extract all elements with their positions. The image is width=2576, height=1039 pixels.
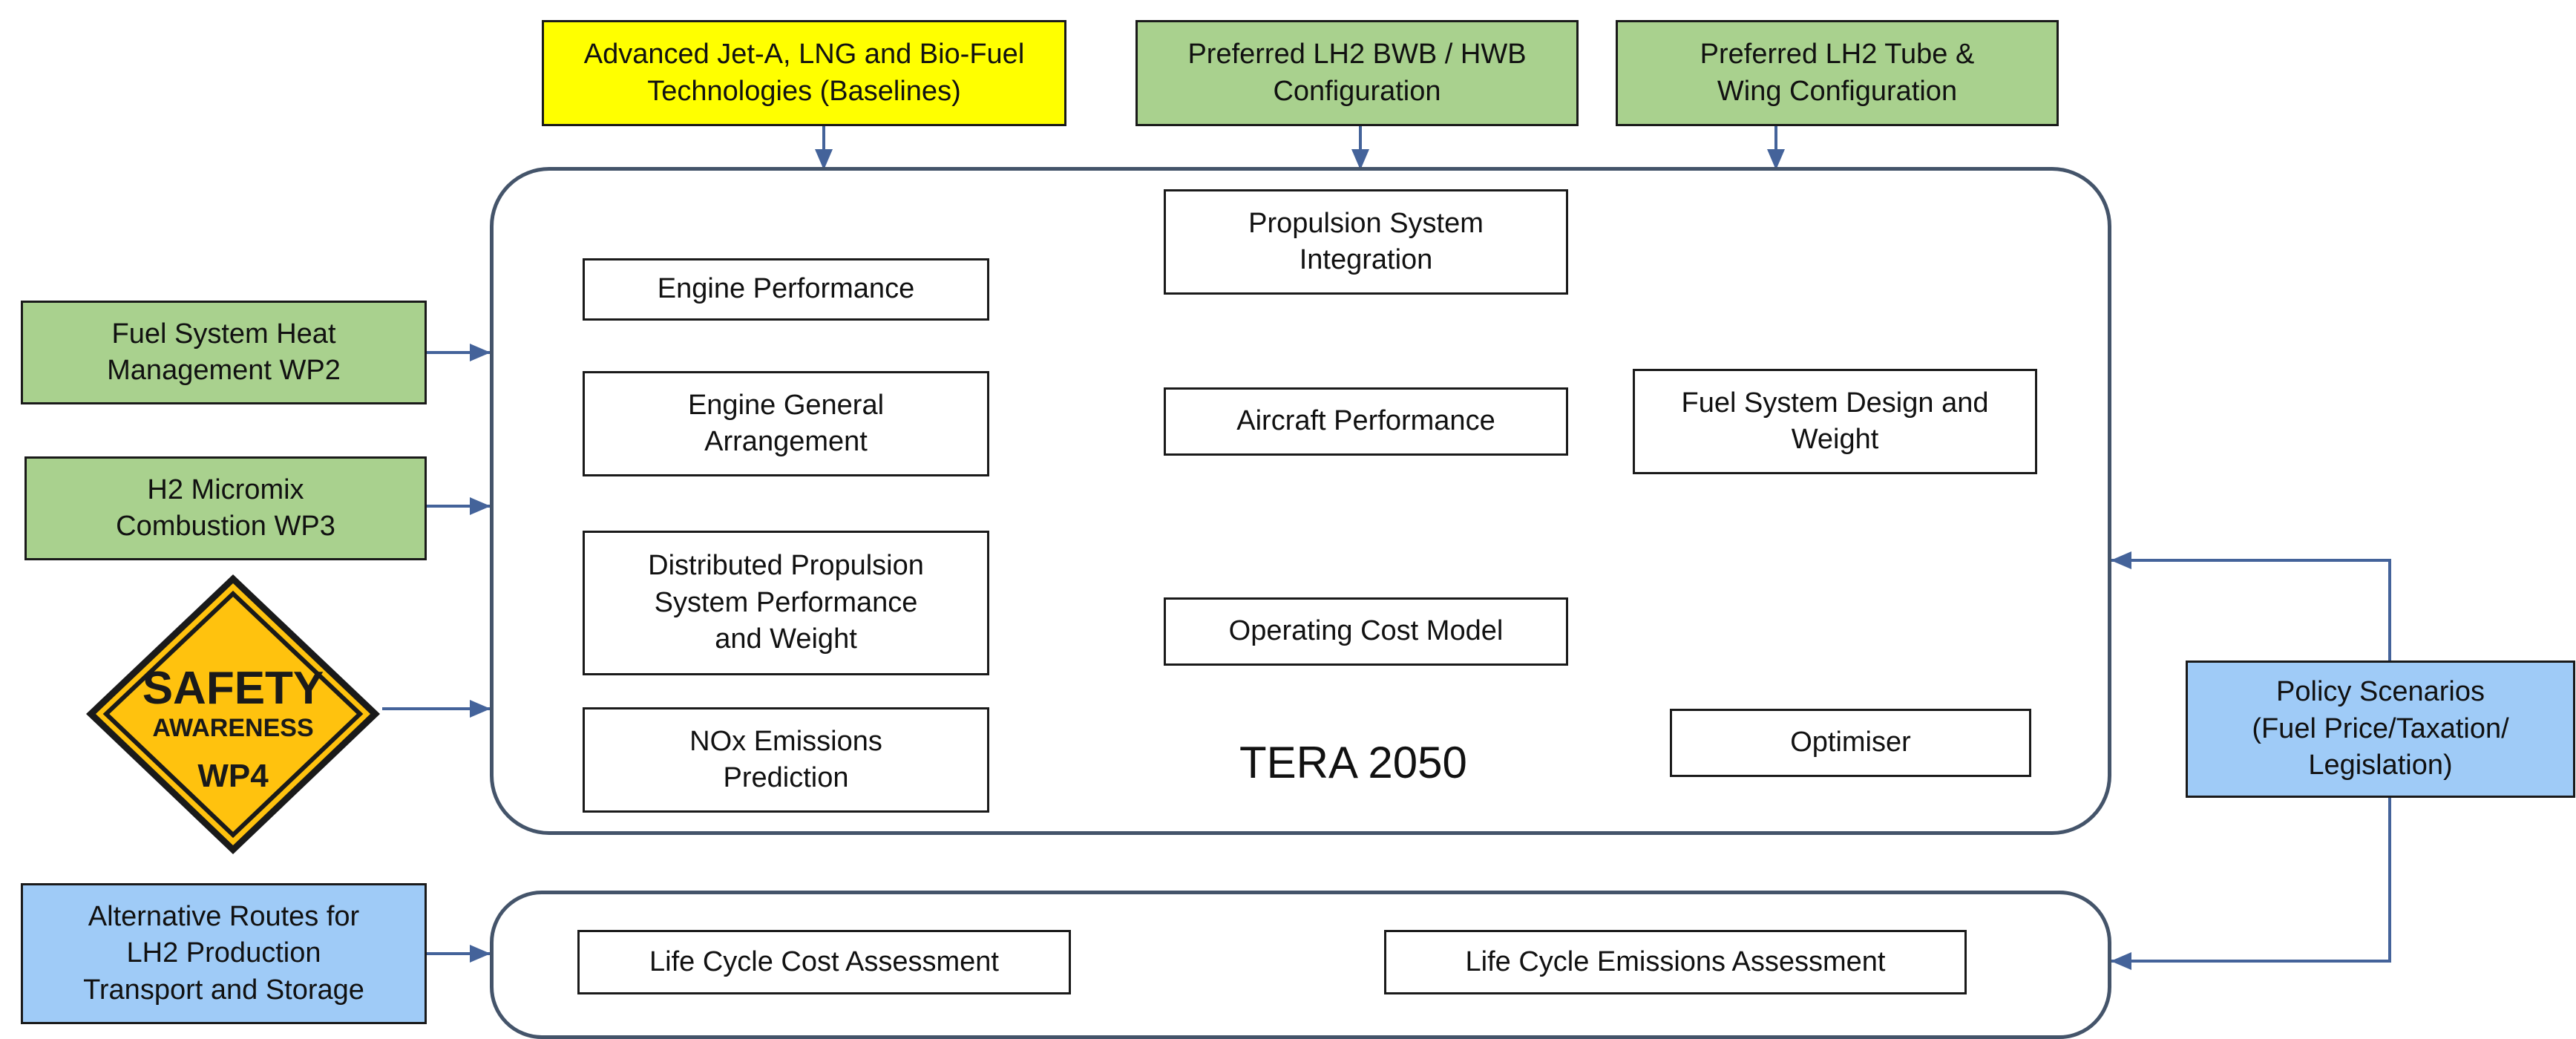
policy-scenarios-box: Policy Scenarios (Fuel Price/Taxation/ L… [2186,661,2575,798]
nox-emissions-label: NOx Emissions Prediction [689,725,882,793]
safety-sign-line1: SAFETY [142,663,324,714]
heat-management-box: Fuel System Heat Management WP2 [21,301,427,404]
propulsion-integration-label: Propulsion System Integration [1248,207,1484,275]
safety-awareness-sign: SAFETY AWARENESS WP4 [86,574,380,854]
distributed-propulsion-label: Distributed Propulsion System Performanc… [648,550,924,655]
nox-emissions-box: NOx Emissions Prediction [583,707,989,813]
bwb-config-box: Preferred LH2 BWB / HWB Configuration [1135,20,1579,126]
safety-sign-line2: AWARENESS [152,714,313,742]
heat-management-label: Fuel System Heat Management WP2 [107,318,341,386]
policy-scenarios-label: Policy Scenarios (Fuel Price/Taxation/ L… [2252,676,2509,781]
operating-cost-box: Operating Cost Model [1164,597,1568,666]
aircraft-performance-box: Aircraft Performance [1164,387,1568,456]
engine-ga-label: Engine General Arrangement [687,389,885,457]
operating-cost-label: Operating Cost Model [1228,615,1504,647]
engine-ga-box: Engine General Arrangement [583,371,989,476]
optimiser-label: Optimiser [1790,727,1911,758]
engine-performance-label: Engine Performance [657,273,915,305]
tube-wing-box: Preferred LH2 Tube & Wing Configuration [1616,20,2059,126]
life-cycle-emissions-label: Life Cycle Emissions Assessment [1465,945,1886,977]
baselines-box: Advanced Jet-A, LNG and Bio-Fuel Technol… [542,20,1066,126]
fuel-system-design-label: Fuel System Design and Weight [1681,387,1989,455]
propulsion-integration-box: Propulsion System Integration [1164,189,1568,295]
life-cycle-cost-label: Life Cycle Cost Assessment [649,945,999,977]
life-cycle-cost-box: Life Cycle Cost Assessment [577,930,1071,994]
lh2-routes-box: Alternative Routes for LH2 Production Tr… [21,883,427,1024]
baselines-label: Advanced Jet-A, LNG and Bio-Fuel Technol… [583,39,1025,107]
micromix-label: H2 Micromix Combustion WP3 [116,473,335,542]
optimiser-box: Optimiser [1670,709,2031,777]
bwb-config-label: Preferred LH2 BWB / HWB Configuration [1187,39,1527,107]
arrow-policy-lifecycle [2111,798,2391,970]
safety-sign-line3: WP4 [197,758,269,794]
fuel-system-design-box: Fuel System Design and Weight [1633,369,2037,474]
distributed-propulsion-box: Distributed Propulsion System Performanc… [583,531,989,675]
tera-2050-title: TERA 2050 [1239,738,1467,787]
micromix-box: H2 Micromix Combustion WP3 [24,456,427,560]
tube-wing-label: Preferred LH2 Tube & Wing Configuration [1700,39,1975,107]
lh2-routes-label: Alternative Routes for LH2 Production Tr… [83,900,364,1006]
arrow-policy-tera [2111,551,2391,661]
life-cycle-emissions-box: Life Cycle Emissions Assessment [1384,930,1967,994]
aircraft-performance-label: Aircraft Performance [1236,405,1495,437]
engine-performance-box: Engine Performance [583,258,989,321]
